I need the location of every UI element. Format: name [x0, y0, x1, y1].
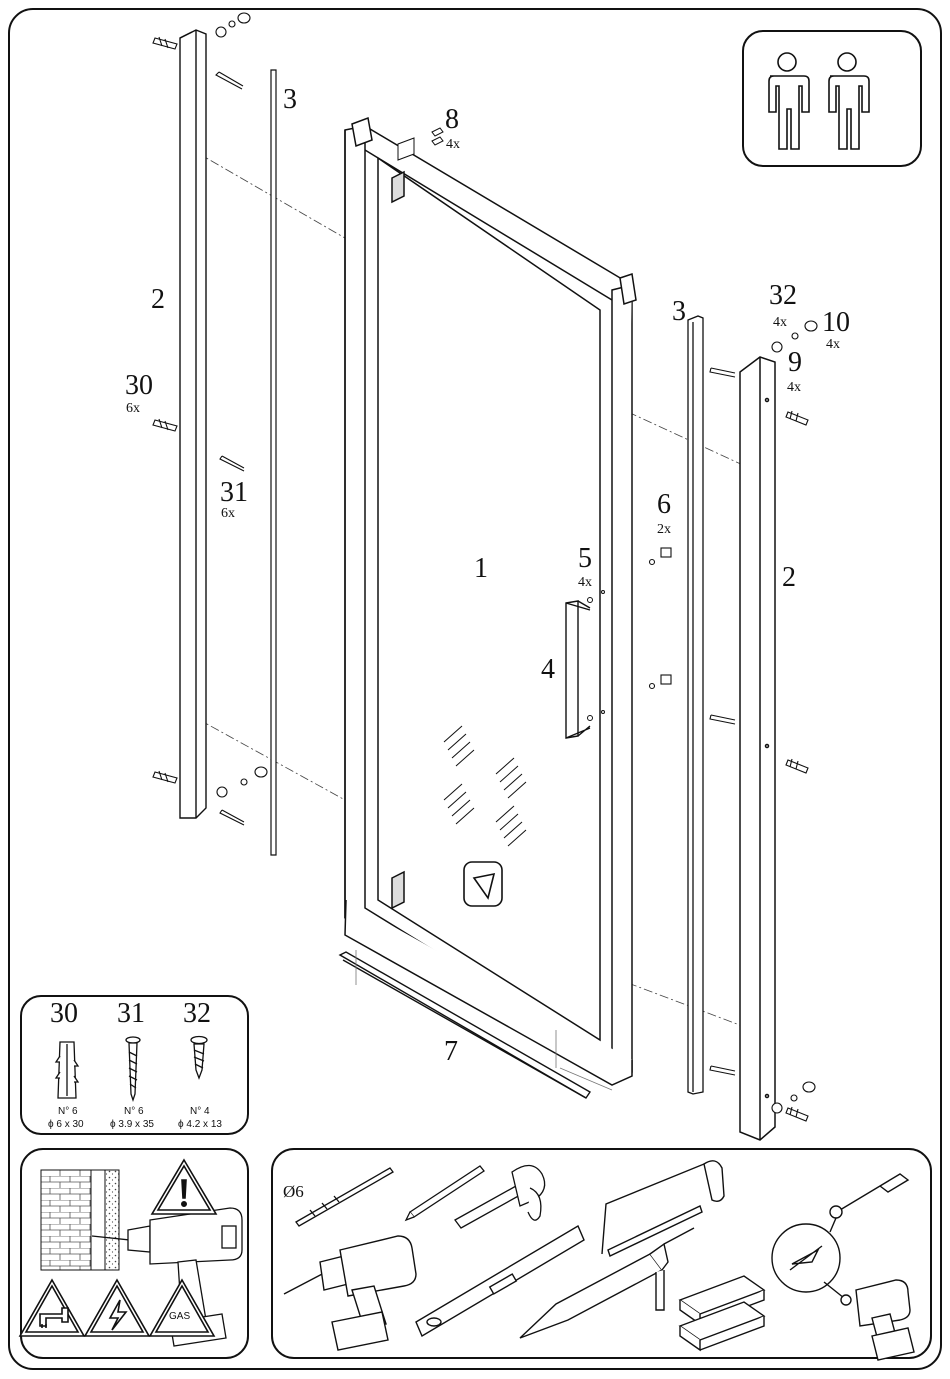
part-qty-profile-screw: 4x — [773, 316, 787, 330]
glass-logo-icon — [464, 862, 502, 906]
part-label-washer: 9 — [788, 349, 802, 377]
part-label-door: 1 — [474, 555, 488, 583]
legend-spec-wall-screw-dim: ϕ 3.9 x 35 — [110, 1120, 154, 1130]
gas-warning-label: GAS — [169, 1312, 190, 1322]
part-label-wall-plug: 30 — [125, 372, 153, 400]
part-qty-top-cap: 4x — [446, 138, 460, 152]
part-label-bottom-sweep: 7 — [444, 1038, 458, 1066]
legend-spec-profile-screw-size: N° 4 — [190, 1107, 210, 1117]
part-label-wall-profile-left: 2 — [151, 286, 165, 314]
legend-number-profile-screw: 32 — [183, 1000, 211, 1028]
wall-profile-right — [740, 357, 775, 1140]
part-label-magnet-catch: 6 — [657, 491, 671, 519]
legend-spec-wall-plug-size: N° 6 — [58, 1107, 78, 1117]
wall-cross-section — [41, 1170, 119, 1270]
part-qty-wall-screw: 6x — [221, 507, 235, 521]
legend-number-wall-plug: 30 — [50, 1000, 78, 1028]
part-label-handle: 4 — [541, 656, 555, 684]
part-label-top-cap: 8 — [445, 106, 459, 134]
seal-left — [271, 70, 276, 855]
drill-bit-size-label: Ø6 — [283, 1183, 304, 1200]
part-qty-washer: 4x — [787, 381, 801, 395]
part-qty-wall-plug: 6x — [126, 402, 140, 416]
part-label-seal-right: 3 — [672, 298, 686, 326]
part-label-handle-screw: 5 — [578, 545, 592, 573]
wall-profile-left — [180, 30, 206, 818]
part-qty-magnet-catch: 2x — [657, 523, 671, 537]
part-label-seal-left: 3 — [283, 86, 297, 114]
legend-number-wall-screw: 31 — [117, 1000, 145, 1028]
part-label-wall-profile-right: 2 — [782, 564, 796, 592]
top-cap-pieces — [398, 128, 443, 160]
part-label-profile-screw: 32 — [769, 282, 797, 310]
part-qty-cover-cap: 4x — [826, 338, 840, 352]
two-persons-icon — [743, 31, 921, 166]
part-label-cover-cap: 10 — [822, 309, 850, 337]
legend-spec-wall-screw-size: N° 6 — [124, 1107, 144, 1117]
magnet-catches — [650, 548, 672, 689]
legend-spec-profile-screw-dim: ϕ 4.2 x 13 — [178, 1120, 222, 1130]
legend-spec-wall-plug-dim: ϕ 6 x 30 — [48, 1120, 84, 1130]
fasteners-left — [153, 13, 267, 825]
part-label-wall-screw: 31 — [220, 479, 248, 507]
part-qty-handle-screw: 4x — [578, 576, 592, 590]
wall-plug-icon — [56, 1042, 78, 1098]
seal-right — [688, 316, 703, 1094]
